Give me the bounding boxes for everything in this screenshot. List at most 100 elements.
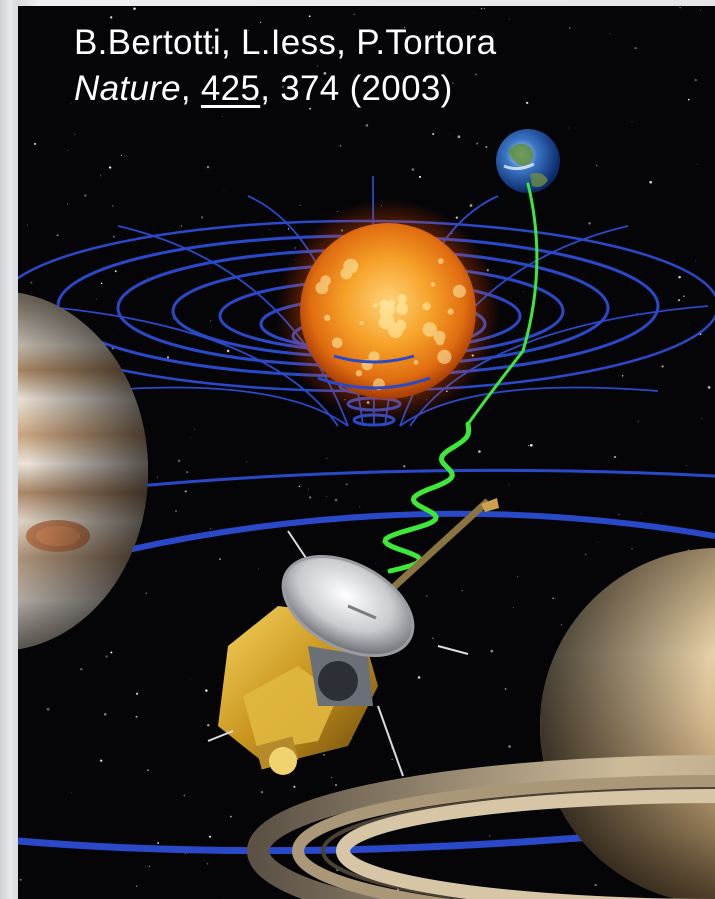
star	[33, 142, 37, 145]
star	[568, 127, 570, 129]
star	[67, 203, 69, 205]
star	[699, 10, 701, 12]
star	[522, 291, 524, 293]
star	[449, 132, 451, 134]
star	[687, 98, 690, 101]
star	[508, 484, 510, 486]
star	[609, 33, 611, 35]
sun-granule	[331, 337, 343, 349]
star	[156, 476, 159, 478]
star	[678, 275, 681, 279]
star	[489, 835, 491, 837]
star	[334, 498, 338, 502]
star	[110, 16, 113, 19]
star	[552, 597, 555, 600]
star	[133, 7, 136, 10]
star	[80, 668, 83, 671]
star	[135, 39, 136, 40]
star	[475, 73, 478, 76]
citation-reference: Nature, 425, 374 (2003)	[74, 66, 496, 112]
star	[469, 204, 473, 207]
star	[30, 281, 33, 284]
star	[246, 461, 247, 463]
star	[508, 745, 511, 748]
sun-granule	[386, 311, 392, 316]
citation-authors: B.Bertotti, L.Iess, P.Tortora	[74, 23, 497, 62]
star	[248, 30, 249, 31]
star	[490, 649, 494, 653]
star	[206, 863, 209, 865]
sun-granule	[447, 308, 454, 315]
sun-granule	[437, 258, 444, 264]
star	[345, 483, 348, 486]
star	[293, 785, 296, 788]
sun-granule	[422, 322, 437, 337]
star	[330, 776, 333, 779]
star	[268, 229, 270, 231]
star	[190, 436, 192, 438]
sun-granule	[452, 284, 466, 298]
star	[219, 558, 221, 561]
star	[136, 885, 138, 887]
sun-granule	[387, 299, 396, 308]
star	[403, 465, 406, 468]
star	[449, 94, 451, 96]
star	[476, 142, 479, 145]
star	[166, 356, 170, 359]
sun-granule	[384, 302, 390, 308]
star	[335, 784, 337, 786]
star	[425, 595, 428, 598]
radio-signal-path	[382, 182, 539, 574]
star	[432, 637, 434, 640]
star	[323, 72, 327, 75]
star	[110, 651, 113, 654]
star	[631, 548, 633, 550]
star	[46, 707, 50, 711]
star	[74, 134, 76, 135]
star	[568, 27, 571, 29]
star	[432, 132, 435, 136]
star	[221, 115, 223, 117]
star	[260, 21, 262, 23]
citation-pages-year: , 374 (2003)	[260, 69, 453, 108]
star	[618, 513, 620, 516]
sun-granule	[413, 360, 419, 365]
star	[365, 124, 369, 127]
star	[317, 65, 319, 67]
star	[631, 120, 633, 122]
star	[411, 168, 415, 171]
star	[287, 228, 290, 230]
star	[70, 103, 72, 105]
star	[186, 471, 189, 474]
sun-granule	[396, 303, 408, 315]
star	[184, 490, 187, 493]
star	[457, 135, 461, 138]
star	[637, 420, 639, 423]
star	[120, 154, 123, 157]
star	[203, 859, 205, 861]
star	[455, 216, 458, 219]
star	[661, 365, 664, 368]
star	[527, 444, 530, 446]
star	[391, 758, 393, 760]
star	[211, 46, 215, 49]
star	[71, 792, 73, 794]
star	[229, 815, 232, 818]
star	[621, 375, 624, 377]
star	[694, 78, 698, 82]
star	[253, 98, 256, 101]
sun	[276, 199, 500, 423]
star	[175, 510, 177, 513]
sun-granule	[437, 349, 452, 364]
star	[526, 101, 529, 105]
star	[105, 655, 108, 658]
star	[649, 180, 653, 184]
star	[194, 429, 196, 430]
star	[687, 549, 689, 551]
star	[485, 146, 488, 149]
sun-granule	[433, 330, 446, 343]
star	[701, 418, 703, 419]
star	[223, 189, 225, 190]
star	[361, 51, 363, 54]
star	[452, 82, 454, 84]
